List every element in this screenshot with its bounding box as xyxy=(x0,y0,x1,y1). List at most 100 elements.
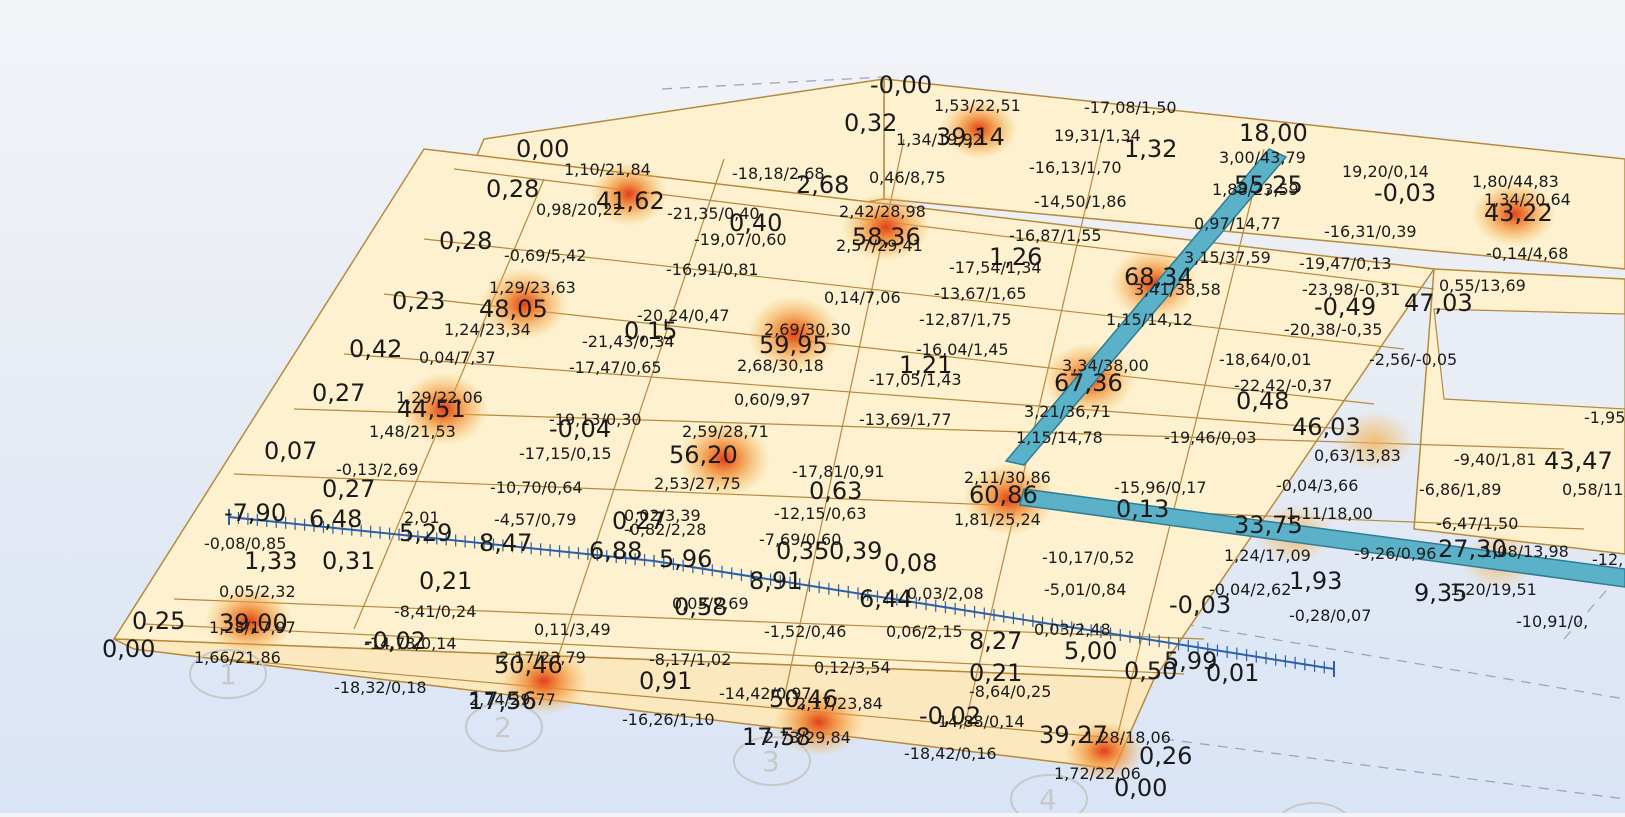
value-label: 27,30 xyxy=(1438,535,1507,563)
value-label: -0,04/3,66 xyxy=(1276,476,1358,495)
value-label: 0,12/3,54 xyxy=(814,658,891,677)
value-label: 39,00 xyxy=(219,609,288,637)
value-label: 3,15/37,59 xyxy=(1184,248,1271,267)
value-label: 1,15/14,78 xyxy=(1016,428,1103,447)
value-label: -2,56/-0,05 xyxy=(1369,350,1457,369)
value-label: -18,64/0,01 xyxy=(1219,350,1312,369)
value-label: 0,08 xyxy=(884,549,937,577)
value-label: 0,11/3,49 xyxy=(534,620,611,639)
value-label: -13,67/1,65 xyxy=(934,284,1027,303)
value-label: 0,03/2,48 xyxy=(1034,620,1111,639)
value-label: -17,47/0,65 xyxy=(569,358,662,377)
value-label: 3,00/43,79 xyxy=(1219,148,1306,167)
value-label: -4,57/0,79 xyxy=(494,510,576,529)
value-label: 3,41/38,58 xyxy=(1134,280,1221,299)
value-label: -12,15/0,63 xyxy=(774,504,867,523)
value-label: -10,70/0,64 xyxy=(490,478,583,497)
value-label: 3,21/36,71 xyxy=(1024,402,1111,421)
value-label: 50,46 xyxy=(769,685,838,713)
value-label: 19,31/1,34 xyxy=(1054,126,1141,145)
value-label: -0,69/5,42 xyxy=(504,246,586,265)
value-label: -0,02 xyxy=(364,627,426,655)
value-label: 1,66/21,86 xyxy=(194,648,281,667)
value-label: 33,75 xyxy=(1234,511,1303,539)
axis-label-4: 4 xyxy=(1039,783,1057,813)
value-label: 0,50 xyxy=(1124,657,1177,685)
value-label: 2,59/28,71 xyxy=(682,422,769,441)
value-label: -19,07/0,60 xyxy=(694,230,787,249)
value-label: 2,69/30,30 xyxy=(764,320,851,339)
value-label: -0,28/0,07 xyxy=(1289,606,1371,625)
value-label: -0,02 xyxy=(919,702,981,730)
value-label: 0,58 xyxy=(674,593,727,621)
value-label: 2,53/27,75 xyxy=(654,474,741,493)
value-label: 0,05/2,32 xyxy=(219,582,296,601)
value-label: 58,36 xyxy=(852,223,921,251)
value-label: 5,00 xyxy=(1064,637,1117,665)
value-label: -16,04/1,45 xyxy=(916,340,1009,359)
value-label: -20,38/-0,35 xyxy=(1284,320,1382,339)
value-label: 2,68/30,18 xyxy=(737,356,824,375)
value-label: 67,36 xyxy=(1054,369,1123,397)
value-label: 1,93 xyxy=(1289,567,1342,595)
value-label: 1,34/19,92 xyxy=(896,130,983,149)
value-label: -8,17/1,02 xyxy=(649,650,731,669)
value-label: 8,27 xyxy=(969,627,1022,655)
value-label: 1,33 xyxy=(244,547,297,575)
value-label: 60,86 xyxy=(969,481,1038,509)
value-label: 5,96 xyxy=(659,545,712,573)
value-label: 1,53/22,51 xyxy=(934,96,1021,115)
value-label: 0,07 xyxy=(264,437,317,465)
value-label: 3,34/38,00 xyxy=(1062,356,1149,375)
value-label: -6,86/1,89 xyxy=(1419,480,1501,499)
value-label: -16,87/1,55 xyxy=(1009,226,1102,245)
value-label: 0,48 xyxy=(1236,387,1289,415)
value-label: 8,91 xyxy=(749,567,802,595)
value-label: 6,48 xyxy=(309,505,362,533)
value-label: 0,00 xyxy=(1114,774,1167,802)
value-label: -17,08/1,50 xyxy=(1084,98,1177,117)
value-label: 1,29/23,63 xyxy=(489,278,576,297)
value-label: 48,05 xyxy=(479,295,548,323)
value-label: -17,54/1,34 xyxy=(949,258,1042,277)
value-label: 0,01 xyxy=(1206,659,1259,687)
value-label: 0,03/2,69 xyxy=(672,594,749,613)
value-label: -0,03 xyxy=(1374,179,1436,207)
value-label: -18,32/0,18 xyxy=(334,678,427,697)
value-label: 0,03/2,08 xyxy=(907,584,984,603)
value-label: 0,28 xyxy=(486,175,539,203)
axis-label-3: 3 xyxy=(762,745,780,778)
value-label: 5,29 xyxy=(399,519,452,547)
value-label: 18,00 xyxy=(1239,119,1308,147)
value-label: -0,08/0,85 xyxy=(204,534,286,553)
value-label: 6,88 xyxy=(589,537,642,565)
value-label: -19,13/0,30 xyxy=(549,410,642,429)
slab-results-diagram: 1 2 3 4 -0,00 0,32 39,14 1,32 18,00 55,2… xyxy=(102,71,1625,817)
value-label: 0,42 xyxy=(349,335,402,363)
value-label: 43,47 xyxy=(1544,447,1613,475)
value-label: 0,63/13,83 xyxy=(1314,446,1401,465)
value-label: 0,91 xyxy=(639,667,692,695)
viewport[interactable]: 1 2 3 4 -0,00 0,32 39,14 1,32 18,00 55,2… xyxy=(24,9,1625,817)
value-label: 1,32 xyxy=(1124,135,1177,163)
value-label: -16,31/0,39 xyxy=(1324,222,1417,241)
value-label: 0,13 xyxy=(1116,495,1169,523)
value-label: 0,60/9,97 xyxy=(734,390,811,409)
value-label: 0,58/11,6 xyxy=(1562,480,1625,499)
value-label: -8,64/0,25 xyxy=(969,682,1051,701)
value-label: 68,34 xyxy=(1124,263,1193,291)
value-label: 59,95 xyxy=(759,331,828,359)
value-label: -14,42/0,97 xyxy=(719,684,812,703)
value-label: -9,40/1,81 xyxy=(1454,450,1536,469)
value-label: -21,43/0,34 xyxy=(582,332,675,351)
value-label: 2,17/23,79 xyxy=(499,648,586,667)
value-label: 1,72/22,06 xyxy=(1054,764,1141,783)
value-label: 1,24/23,34 xyxy=(444,320,531,339)
value-label: -18,42/0,16 xyxy=(904,744,997,763)
value-label: 2,74/29,77 xyxy=(469,690,556,709)
value-label: -17,15/0,15 xyxy=(519,444,612,463)
value-label: 2,57/29,41 xyxy=(836,236,923,255)
value-label: 1,08/13,98 xyxy=(1482,542,1569,561)
value-label: 43,22 xyxy=(1484,199,1553,227)
value-label: -19,47/0,13 xyxy=(1299,254,1392,273)
